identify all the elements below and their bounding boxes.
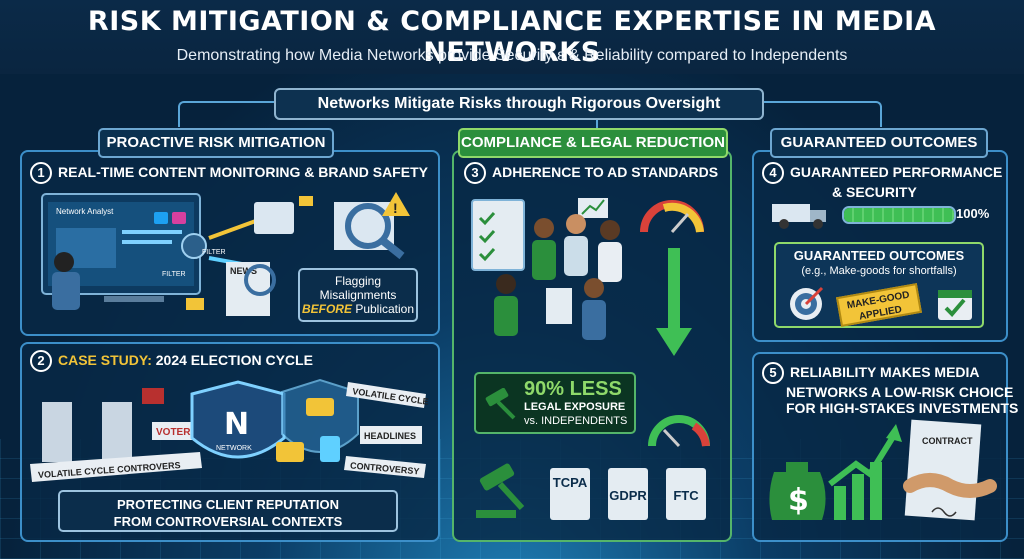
section5-number: 5 (762, 362, 784, 384)
section5-title-line1: RELIABILITY MAKES MEDIA (790, 364, 980, 380)
investment-illustration: $ CONTRACT (769, 419, 997, 521)
callout-line3: BEFORE Publication (300, 302, 416, 316)
badge-tcpa: TCPA (550, 468, 590, 520)
section1-number: 1 (30, 162, 52, 184)
section2-title-suffix: 2024 ELECTION CYCLE (155, 352, 313, 368)
section1-title-text: REAL-TIME CONTENT MONITORING & BRAND SAF… (58, 164, 428, 180)
callout-after: Publication (351, 302, 415, 316)
page-title: RISK MITIGATION & COMPLIANCE EXPERTISE I… (87, 6, 937, 68)
connector-right (760, 101, 882, 127)
progress-label: 100% (956, 206, 990, 221)
section5-title: 5 RELIABILITY MAKES MEDIA NETWORKS A LOW-… (762, 362, 1018, 416)
page-subtitle: Demonstrating how Media Networks provide… (176, 47, 848, 64)
footer-line1: PROTECTING CLIENT REPUTATION (117, 497, 339, 512)
analyst-workstation-illustration: Network Analyst FILTER FILTER NEWS (41, 193, 313, 316)
svg-text:$: $ (788, 483, 809, 518)
tab-compliance: COMPLIANCE & LEGAL REDUCTION (458, 128, 728, 158)
header: RISK MITIGATION & COMPLIANCE EXPERTISE I… (0, 0, 1024, 74)
section3-number: 3 (464, 162, 486, 184)
svg-text:N: N (224, 407, 249, 442)
legal-exposure-stat: 90% LESS LEGAL EXPOSURE vs. INDEPENDENTS (474, 372, 636, 434)
section1-title: 1 REAL-TIME CONTENT MONITORING & BRAND SA… (30, 162, 428, 184)
section4-title-line2: & SECURITY (832, 184, 917, 200)
performance-progress-bar (842, 206, 956, 224)
tab-proactive-risk: PROACTIVE RISK MITIGATION (98, 128, 334, 158)
gavel-icon (485, 388, 516, 420)
tape-headlines: HEADLINES (364, 431, 416, 441)
section4-title: 4 GUARANTEED PERFORMANCE & SECURITY (762, 162, 1002, 200)
screen-label: Network Analyst (56, 207, 114, 216)
stat-line3: vs. INDEPENDENTS (524, 415, 628, 427)
stat-value: 90% LESS (524, 378, 622, 400)
shield-label: NETWORK (216, 445, 252, 452)
section4-number: 4 (762, 162, 784, 184)
filter-label-2: FILTER (162, 271, 186, 278)
flagging-callout: Flagging Misalignments BEFORE Publicatio… (298, 268, 418, 322)
callout-line1: Flagging (334, 274, 382, 288)
gauge-low-icon (648, 415, 710, 448)
gavel-large-icon (476, 463, 525, 518)
section2-title: 2 CASE STUDY: 2024 ELECTION CYCLE (30, 350, 313, 372)
section3-title-text: ADHERENCE TO AD STANDARDS (492, 164, 719, 180)
callout-before: BEFORE (301, 302, 352, 316)
section2-title-prefix: CASE STUDY: (58, 352, 156, 368)
banner: Networks Mitigate Risks through Rigorous… (274, 88, 764, 120)
calendar-check-icon (938, 290, 972, 320)
badge-ftc: FTC (666, 468, 706, 520)
section5-title-line2: NETWORKS A LOW-RISK CHOICE (786, 384, 1014, 400)
section5-title-line3: FOR HIGH-STAKES INVESTMENTS (786, 400, 1019, 416)
connector-center (596, 116, 598, 128)
protecting-reputation-banner: PROTECTING CLIENT REPUTATION FROM CONTRO… (58, 490, 398, 532)
connector-left (178, 101, 276, 127)
callout-line2: Misalignments (319, 288, 397, 302)
progress-fill (844, 208, 954, 222)
compliance-team-illustration (471, 198, 704, 356)
contract-label: CONTRACT (922, 436, 973, 446)
delivery-truck-icon (772, 204, 826, 229)
badge-gdpr: GDPR (608, 468, 648, 520)
filter-label-1: FILTER (202, 249, 226, 256)
svg-text:!: ! (393, 200, 398, 216)
section3-title: 3 ADHERENCE TO AD STANDARDS (464, 162, 718, 184)
tab-guaranteed: GUARANTEED OUTCOMES (770, 128, 988, 158)
box-subtitle: (e.g., Make-goods for shortfalls) (801, 265, 957, 277)
section4-title-line1: GUARANTEED PERFORMANCE (790, 164, 1003, 180)
voter-label: VOTER (156, 427, 191, 438)
box-title: GUARANTEED OUTCOMES (793, 248, 965, 263)
target-icon (790, 286, 824, 320)
news-label: NEWS (230, 266, 257, 276)
magnifier-warning-icon: ! (334, 192, 410, 260)
stat-line2: LEGAL EXPOSURE (524, 401, 626, 413)
footer-line2: FROM CONTROVERSIAL CONTEXTS (113, 514, 343, 529)
section2-number: 2 (30, 350, 52, 372)
election-illustration: VOTER N NETWORK VOLATILE CYCLE CONTROVER… (30, 378, 429, 482)
